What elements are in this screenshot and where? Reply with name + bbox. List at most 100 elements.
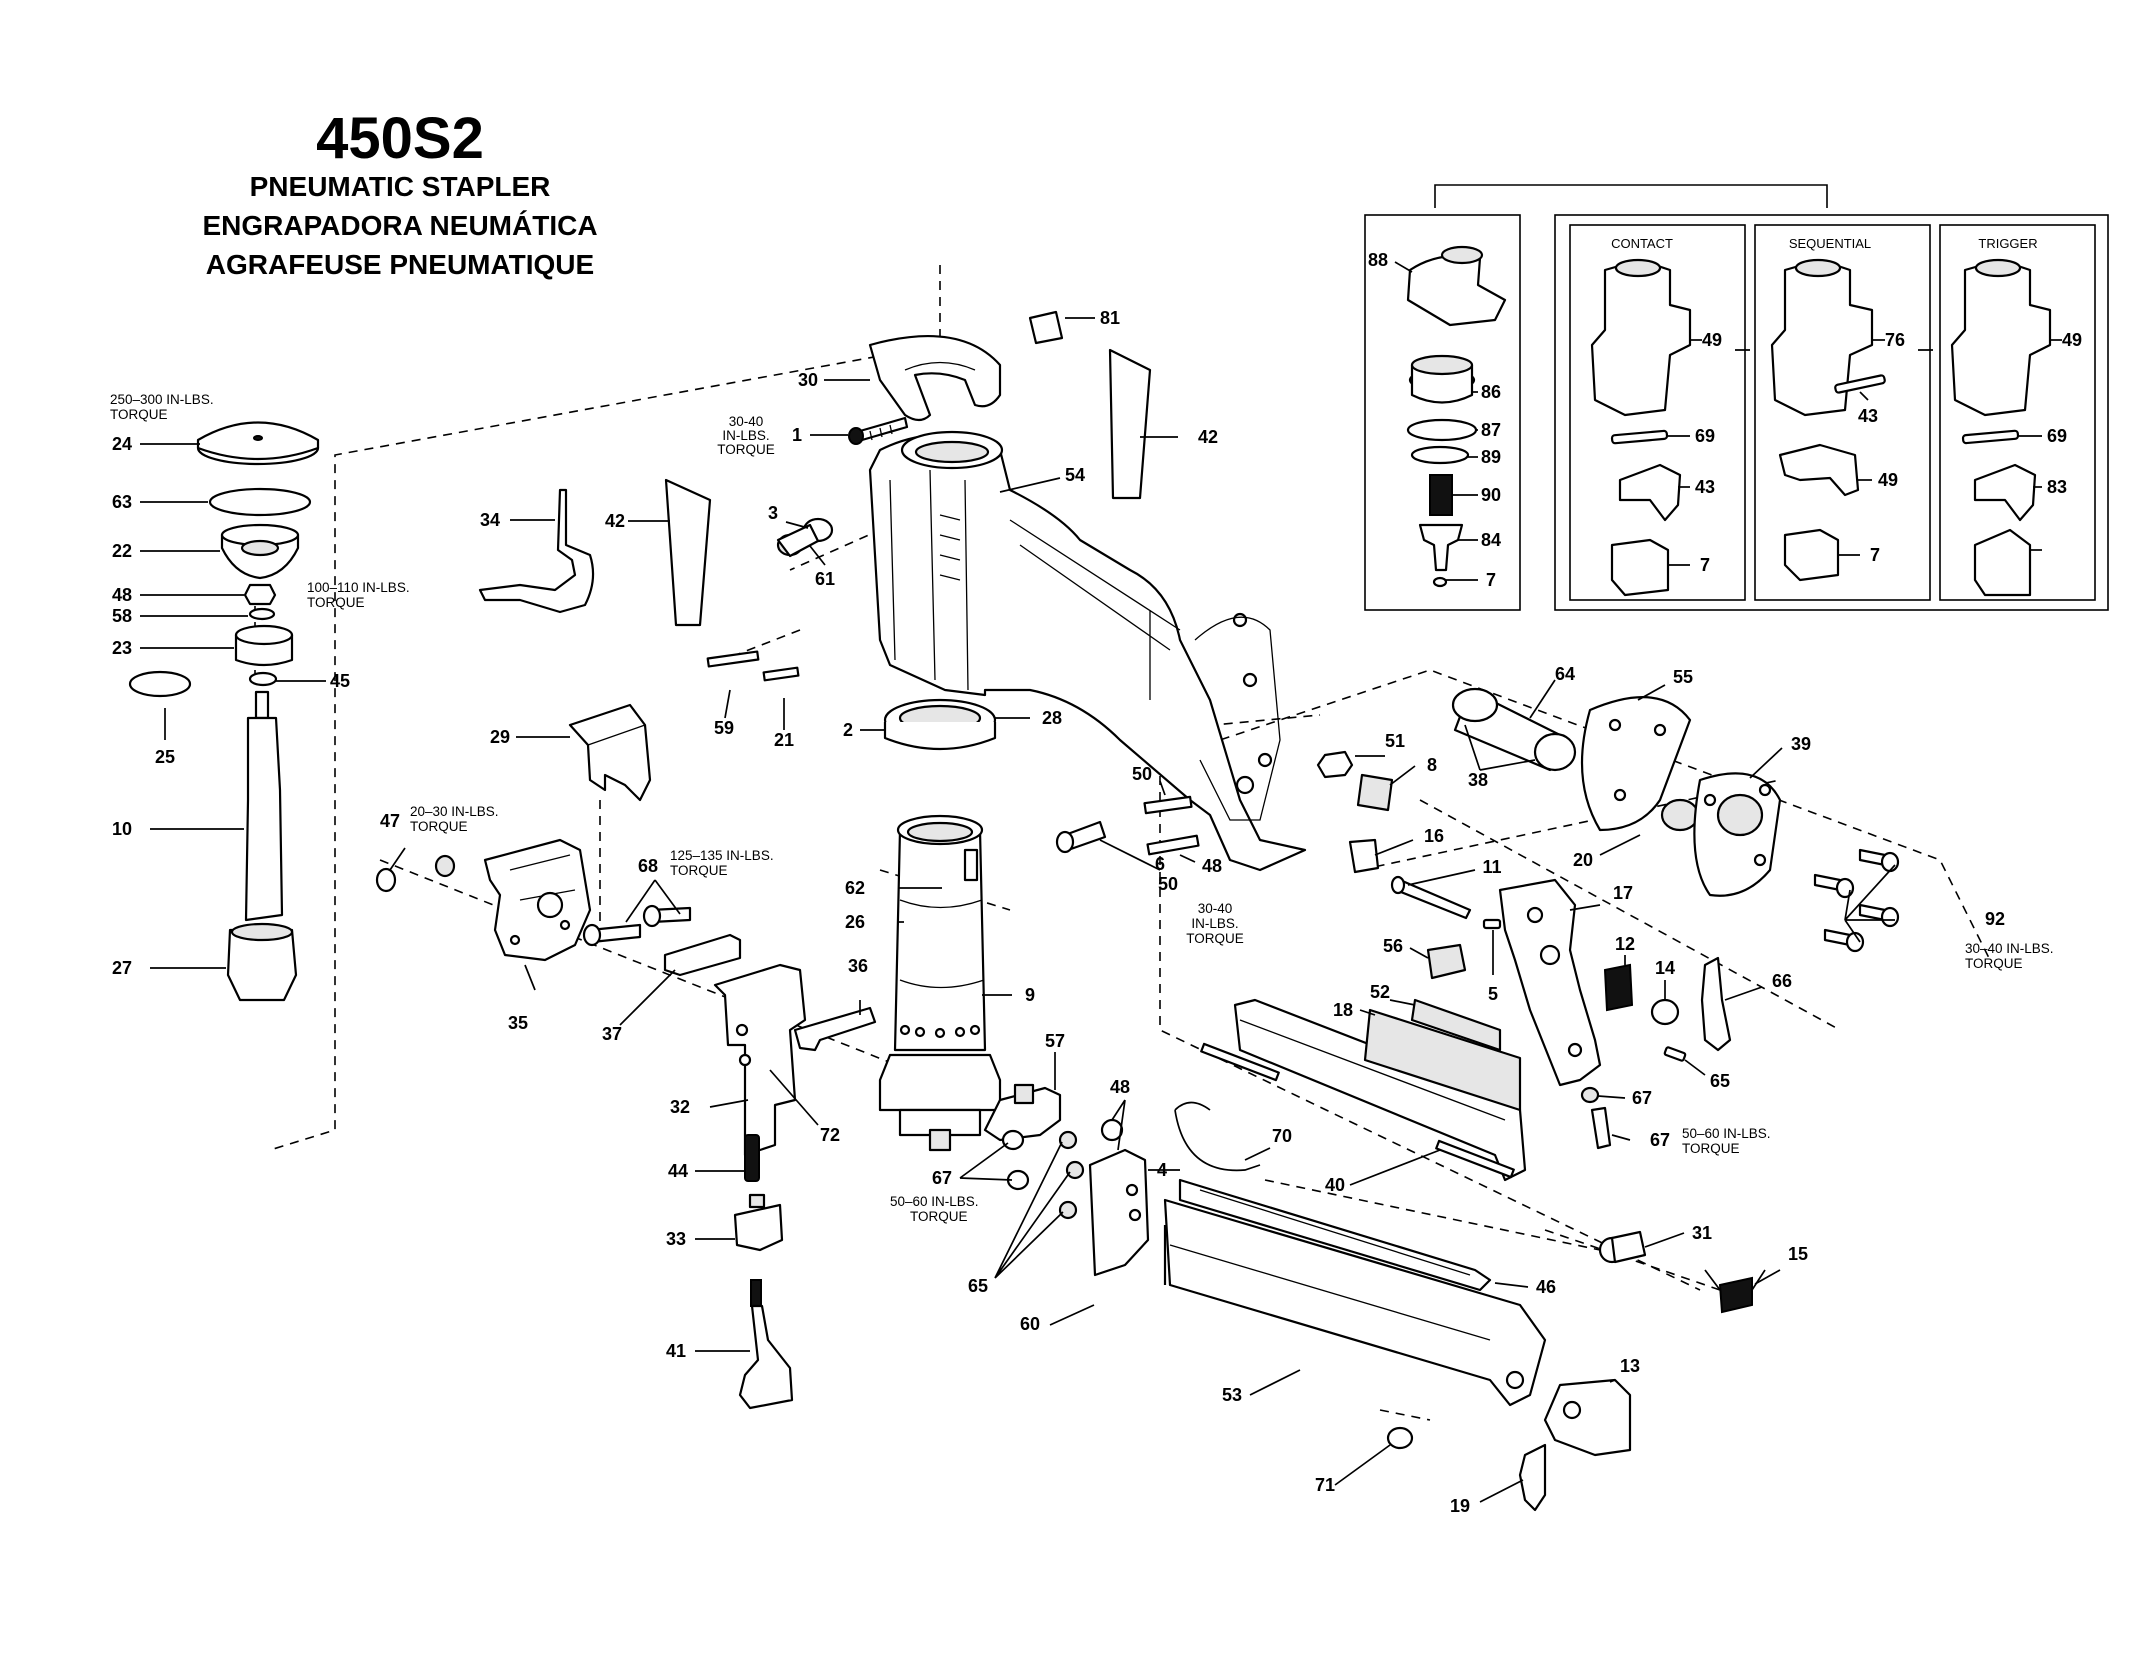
part-62-26-cylinder — [893, 814, 987, 1052]
part-12-bushing — [1650, 998, 1680, 1026]
callout-number: 45 — [330, 671, 350, 691]
callout-number: 42 — [1198, 427, 1218, 447]
inset-valve-box — [1364, 214, 1521, 611]
callout-number: 10 — [112, 819, 132, 839]
inset-trigger-parts — [1950, 258, 2052, 597]
callout-number: 52 — [1370, 982, 1390, 1002]
part-33-block — [733, 1193, 784, 1252]
part-15-torsion-spring — [1704, 1269, 1766, 1314]
callout-number: 84 — [1481, 530, 1501, 550]
callout-number: 48 — [112, 585, 132, 605]
callout-number: 40 — [1325, 1175, 1345, 1195]
part-22-cap-seat — [220, 523, 300, 580]
callout-number: 7 — [1486, 570, 1496, 590]
part-9-cylinder-base — [878, 1053, 1002, 1152]
part-71-bushing — [1386, 1426, 1414, 1450]
inset-contact-parts — [1590, 258, 1692, 597]
part-30-cap-frame — [868, 335, 1002, 422]
callout-number: 54 — [1065, 465, 1085, 485]
part-21-pin — [762, 666, 800, 682]
callout-number: 11 — [1482, 857, 1501, 877]
callout-numbers: 24 63 22 48 58 23 45 25 10 27 34 42 30 1… — [112, 250, 2082, 1516]
callout-number: 62 — [845, 878, 865, 898]
callout-number: 23 — [112, 638, 132, 658]
callout-number: 66 — [1772, 971, 1792, 991]
part-10-driver-blade — [244, 690, 284, 922]
part-55-end-cap — [1693, 772, 1782, 897]
inset-trigger-options-box — [1554, 214, 2109, 611]
title-block: 450S2 PNEUMATIC STAPLER ENGRAPADORA NEUM… — [202, 106, 597, 280]
part-1-screw — [848, 416, 909, 445]
callout-number: 3 — [768, 503, 778, 523]
torque-spec: 20–30 IN-LBS.TORQUE — [410, 804, 499, 834]
callout-number: 90 — [1481, 485, 1501, 505]
callout-number: 87 — [1481, 420, 1501, 440]
callout-number: 9 — [1025, 985, 1035, 1005]
part-50-pins — [1143, 795, 1200, 856]
callout-number: 55 — [1673, 667, 1693, 687]
callout-number: 67 — [1632, 1088, 1652, 1108]
part-34-spring-clip — [478, 488, 595, 614]
part-14-trigger — [1700, 956, 1732, 1052]
callout-number: 26 — [845, 912, 865, 932]
callout-number: 1 — [792, 425, 802, 445]
center-upper-parts — [478, 310, 1307, 872]
callout-number: 5 — [1488, 984, 1498, 1004]
callout-number: 65 — [968, 1276, 988, 1296]
part-48-nut — [243, 583, 277, 606]
callout-number: 7 — [1870, 545, 1880, 565]
callout-number: 61 — [815, 569, 835, 589]
part-36-link — [793, 1006, 877, 1052]
callout-number: 50 — [1158, 874, 1178, 894]
part-31-roller — [1598, 1230, 1647, 1264]
part-35-bracket — [483, 838, 592, 962]
callout-number: 57 — [1045, 1031, 1065, 1051]
callout-number: 89 — [1481, 447, 1501, 467]
callout-number: 81 — [1100, 308, 1120, 328]
callout-number: 24 — [112, 434, 132, 454]
torque-spec: 50–60 IN-LBS.TORQUE — [890, 1194, 979, 1224]
callout-number: 37 — [602, 1024, 622, 1044]
title-english: PNEUMATIC STAPLER — [250, 171, 551, 202]
part-2-28-seal — [883, 698, 997, 751]
cylinder-assembly — [375, 814, 1150, 1410]
callout-number: 18 — [1333, 1000, 1353, 1020]
callout-number: 31 — [1692, 1223, 1712, 1243]
part-67-screws-right — [1813, 848, 1900, 953]
part-29-guide — [568, 703, 652, 802]
part-81-label — [1028, 310, 1064, 345]
part-23-piston-head — [234, 624, 294, 667]
variant-label-contact: CONTACT — [1611, 236, 1673, 251]
part-19-clip — [1518, 1443, 1547, 1512]
callout-number: 48 — [1110, 1077, 1130, 1097]
part-42-left-plate — [664, 478, 712, 627]
torque-spec: 30–40 IN-LBS.TORQUE — [1965, 941, 2054, 971]
part-65-67-lower-screw — [1580, 1086, 1612, 1150]
part-3-fitting — [776, 517, 834, 558]
magazine-assembly — [1163, 998, 1766, 1512]
part-11-trigger-lever — [1498, 878, 1602, 1087]
callout-number: 70 — [1272, 1126, 1292, 1146]
part-24-cap — [196, 421, 320, 466]
torque-spec-labels: 250–300 IN-LBS.TORQUE 100–110 IN-LBS.TOR… — [110, 392, 2054, 1224]
callout-number: 49 — [1878, 470, 1898, 490]
part-60-4-trigger-plate — [1088, 1148, 1150, 1277]
callout-number: 16 — [1424, 826, 1444, 846]
part-17-block — [1426, 943, 1467, 980]
right-side-parts — [1055, 687, 1900, 1150]
callout-number: 63 — [112, 492, 132, 512]
callout-number: 72 — [820, 1125, 840, 1145]
callout-number: 27 — [112, 958, 132, 978]
callout-number: 44 — [668, 1161, 688, 1181]
callout-number: 38 — [1468, 770, 1488, 790]
part-68-screws — [582, 904, 692, 947]
callout-number: 76 — [1885, 330, 1905, 350]
callout-number: 46 — [1536, 1277, 1556, 1297]
torque-spec: 125–135 IN-LBS.TORQUE — [670, 848, 774, 878]
part-67-65-fasteners — [1001, 1118, 1124, 1220]
callout-number: 35 — [508, 1013, 528, 1033]
torque-spec: 100–110 IN-LBS.TORQUE — [307, 580, 410, 610]
part-40-magazine-rail — [1200, 998, 1527, 1182]
left-column-parts — [128, 421, 320, 1002]
